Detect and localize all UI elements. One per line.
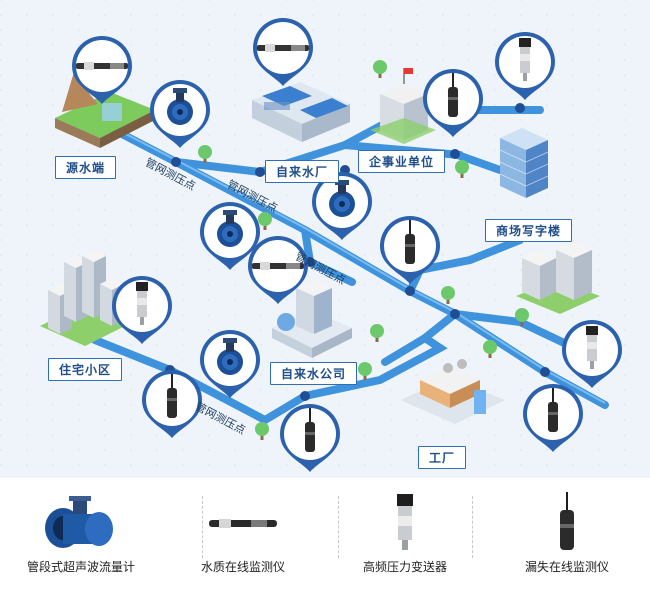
residential-buildings: [40, 250, 125, 346]
node-label-water-company: 自来水公司: [270, 362, 358, 385]
map-pins: [72, 18, 622, 472]
node-label-source: 源水端: [55, 156, 117, 179]
node-label-office: 商场写字楼: [485, 219, 573, 242]
legend-divider: [202, 496, 203, 558]
legend-divider: [338, 496, 339, 558]
node-label-enterprise: 企事业单位: [358, 150, 446, 173]
pressure-transmitter-icon: [397, 494, 413, 550]
node-label-waterworks: 自来水厂: [265, 160, 340, 183]
enterprise-building: [370, 68, 436, 144]
legend-label: 水质在线监测仪: [200, 560, 285, 574]
legend-divider: [472, 496, 473, 558]
commercial-buildings: [516, 242, 600, 314]
source-water-scene: [55, 72, 155, 148]
device-legend: 管段式超声波流量计 水质在线监测仪 高频压力变送器 漏失在线监测仪: [0, 478, 650, 603]
legend-item: 漏失在线监测仪: [486, 478, 648, 603]
node-label-factory: 工厂: [418, 446, 467, 469]
legend-label: 管段式超声波流量计: [26, 560, 135, 574]
ultrasonic-flowmeter-icon: [45, 496, 113, 548]
leak-monitor-icon: [560, 492, 574, 550]
legend-item: 高频压力变送器: [324, 478, 486, 603]
legend-item: 水质在线监测仪: [162, 478, 324, 603]
waterworks-building: [252, 82, 350, 142]
node-label-residential: 住宅小区: [48, 358, 123, 381]
legend-label: 漏失在线监测仪: [524, 560, 609, 574]
water-company-building: [272, 280, 352, 358]
legend-item: 管段式超声波流量计: [0, 478, 162, 603]
water-quality-monitor-icon: [209, 519, 277, 528]
legend-label: 高频压力变送器: [362, 560, 447, 574]
pipe-network-map: [40, 18, 622, 472]
office-tower: [499, 128, 549, 198]
factory-building: [400, 359, 505, 424]
